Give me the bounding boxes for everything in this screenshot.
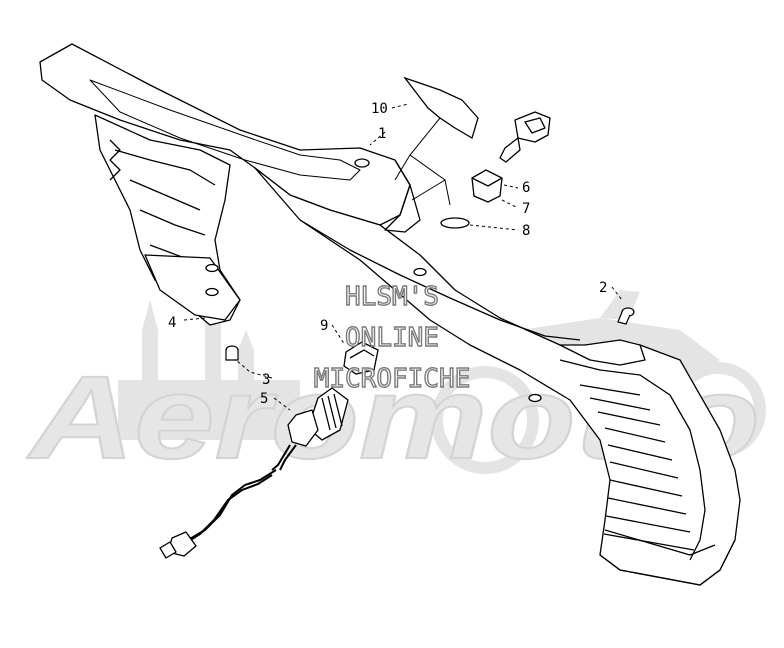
washer-part [440,217,470,229]
callout-10: 10 [371,101,388,117]
callout-9: 9 [320,318,328,334]
decal-part [403,76,479,139]
screw-part-2 [617,307,635,325]
callout-5: 5 [260,391,268,407]
light-socket-harness [159,387,349,559]
callout-8: 8 [522,223,530,239]
callout-2: 2 [599,280,607,296]
left-bracket [94,114,241,326]
callout-7: 7 [522,201,530,217]
callout-3: 3 [262,372,270,388]
watermark-line-2: ONLINE [345,323,439,353]
ignition-switch [471,169,503,203]
decal-leader-lines [394,117,451,206]
hood-body [39,43,741,586]
callout-1: 1 [378,126,386,142]
callout-6: 6 [522,180,530,196]
callout-4: 4 [168,315,176,331]
microfiche-watermark: HLSM'S ONLINE MICROFICHE [313,281,471,394]
callout-labels: 10 1 6 7 8 2 4 9 3 5 [168,101,607,407]
watermark-line-3: MICROFICHE [314,364,471,394]
ignition-key [499,111,551,163]
screw-part-3 [225,345,239,361]
watermark-line-1: HLSM'S [345,282,439,312]
grommet-part [343,341,379,375]
leader-lines [183,103,623,411]
